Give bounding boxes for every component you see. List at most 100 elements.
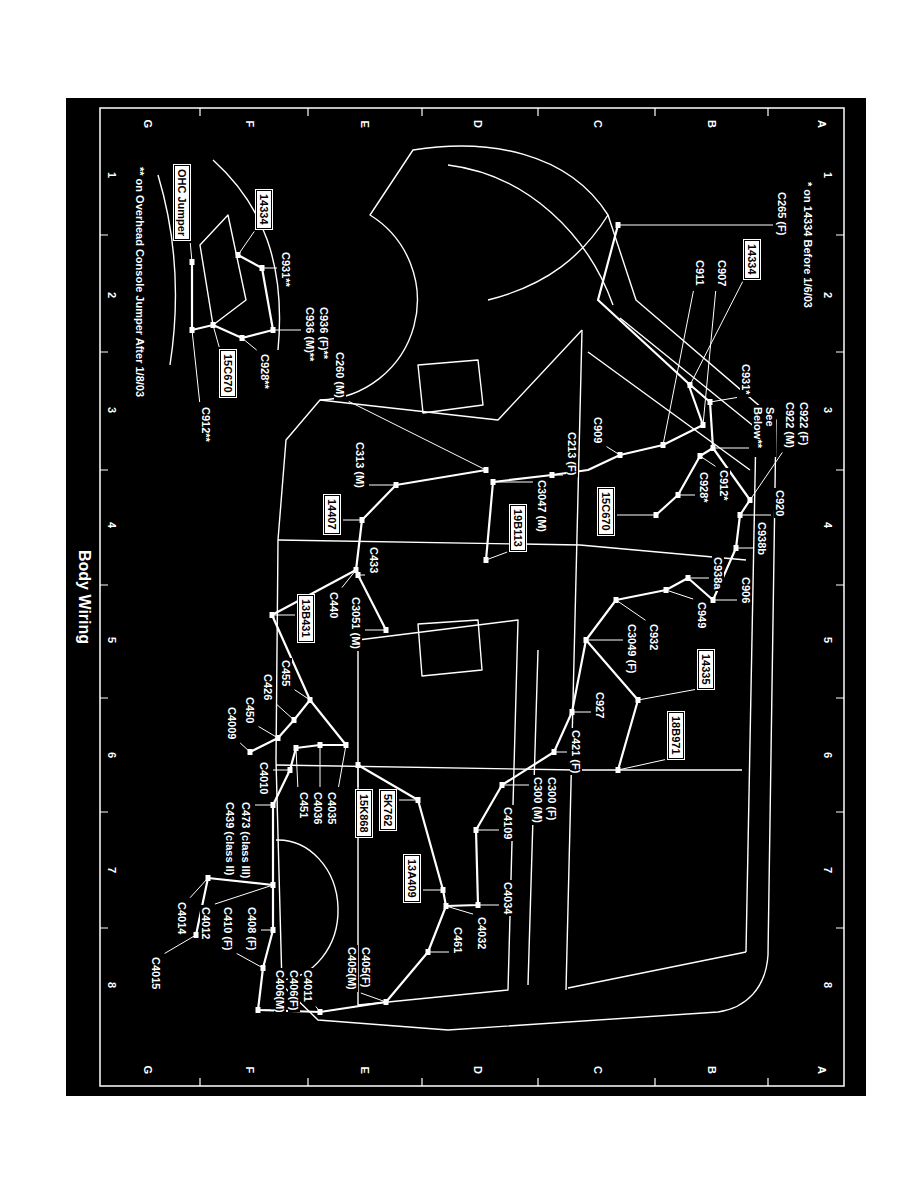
harness-part-number: 15K868 <box>356 790 372 837</box>
connector-plug <box>190 327 195 333</box>
harness-part-number: 14334 <box>256 190 272 229</box>
harness-wire <box>358 640 586 906</box>
connector-plug <box>318 1009 323 1015</box>
connector-plug <box>664 587 669 593</box>
grid-reference: 1 <box>822 170 834 180</box>
connector-label: C451 <box>298 790 310 820</box>
connector-label: C406(M) <box>274 968 286 1015</box>
harness-part-number: 13A409 <box>404 855 420 902</box>
connector-label: C3051 (M) <box>350 595 362 651</box>
node-text: 14334 <box>258 194 270 225</box>
node-text: 15C670 <box>600 492 612 531</box>
connector-plug <box>261 965 266 971</box>
leader-line <box>740 515 771 516</box>
connector-label: C473 (class III) <box>240 800 252 880</box>
connector-plug <box>206 875 211 881</box>
connector-plug <box>476 902 481 908</box>
connector-plug <box>271 327 276 333</box>
connector-plug <box>552 749 557 755</box>
connector-label: C4010 <box>258 760 270 796</box>
connector-label: C922 (F) <box>798 400 810 447</box>
connector-plug <box>636 697 641 703</box>
grid-reference: 7 <box>822 865 834 875</box>
connector-label: C927 <box>594 690 606 720</box>
connector-plug <box>614 597 619 603</box>
note-text: ** on Overhead Console Jumper After 1/8/… <box>134 165 146 399</box>
connector-plug <box>344 742 349 748</box>
leader-line <box>399 800 418 801</box>
connector-plug <box>260 265 265 271</box>
grid-reference: E <box>359 119 371 130</box>
harness-part-number: 18B971 <box>668 712 684 759</box>
connector-label: C405(F) <box>360 945 372 989</box>
grid-reference: F <box>244 1065 256 1076</box>
overhead-console <box>200 215 246 325</box>
grid-reference: A <box>816 1064 828 1076</box>
grid-reference: 8 <box>106 980 118 990</box>
connector-plug <box>584 637 589 643</box>
leader-line <box>259 727 278 738</box>
grid-reference: G <box>142 118 154 131</box>
harness-part-number: 19B113 <box>510 505 526 551</box>
connector-plug <box>734 545 739 551</box>
leader-line <box>276 704 294 720</box>
leader-line <box>237 953 263 968</box>
node-text: 14335 <box>700 654 712 685</box>
connector-plug <box>190 259 195 265</box>
leader-line <box>273 770 290 771</box>
grid-reference: A <box>816 118 828 130</box>
node-text: 19B113 <box>512 509 524 547</box>
harness-wire <box>196 470 486 1012</box>
connector-plug <box>748 497 753 503</box>
leader-line <box>572 712 591 713</box>
headliner-inset <box>158 160 280 365</box>
connector-plug <box>308 697 313 703</box>
connector-label: C4034 <box>502 880 514 916</box>
belt-line <box>566 330 582 990</box>
roof-line <box>746 428 756 952</box>
leader-line <box>361 993 386 1002</box>
connector-plug <box>211 322 216 328</box>
leader-line <box>703 291 716 425</box>
grid-reference: 4 <box>106 520 118 530</box>
connector-plug <box>416 797 421 803</box>
connector-plug <box>271 927 276 933</box>
connector-label: C4109 <box>502 805 514 841</box>
node-text: 13A409 <box>406 859 418 898</box>
leader-line <box>486 552 507 560</box>
leader-line <box>190 878 208 898</box>
seat-outline <box>418 360 483 676</box>
connector-label: C936 (F)** <box>318 305 330 361</box>
leader-line <box>349 401 486 470</box>
leader-line <box>666 590 693 599</box>
node-text: 14334 <box>746 244 758 275</box>
leader-line <box>502 785 529 786</box>
grid-reference: B <box>706 118 718 130</box>
leader-line <box>663 291 693 445</box>
leader-line <box>713 600 737 601</box>
node-text: OHC Jumper <box>176 169 188 236</box>
connector-label: C920 <box>774 488 786 518</box>
connector-label: C922 (M) <box>784 400 796 450</box>
connector-plug <box>236 252 241 258</box>
grid-reference: B <box>706 1064 718 1076</box>
connector-plug <box>474 827 479 833</box>
leader-line <box>616 600 646 620</box>
leader-line <box>710 397 737 402</box>
node-text: 18B971 <box>670 716 682 755</box>
connector-label: C408 (F) <box>246 905 258 952</box>
wheel-arch <box>276 840 338 980</box>
leader-line <box>617 515 656 516</box>
diagram-title: Body Wiring <box>75 547 93 647</box>
leader-line <box>296 748 298 787</box>
connector-plug <box>701 422 706 428</box>
leader-line <box>476 830 499 831</box>
connector-plug <box>240 335 245 341</box>
connector-plug <box>294 745 299 751</box>
cargo-floor <box>358 620 538 1005</box>
vehicle-body <box>158 146 776 1030</box>
leader-line <box>369 485 396 486</box>
harness-part-number: 15C670 <box>598 488 614 535</box>
node-text: 13B431 <box>300 599 312 638</box>
grid-reference: G <box>142 1064 154 1077</box>
